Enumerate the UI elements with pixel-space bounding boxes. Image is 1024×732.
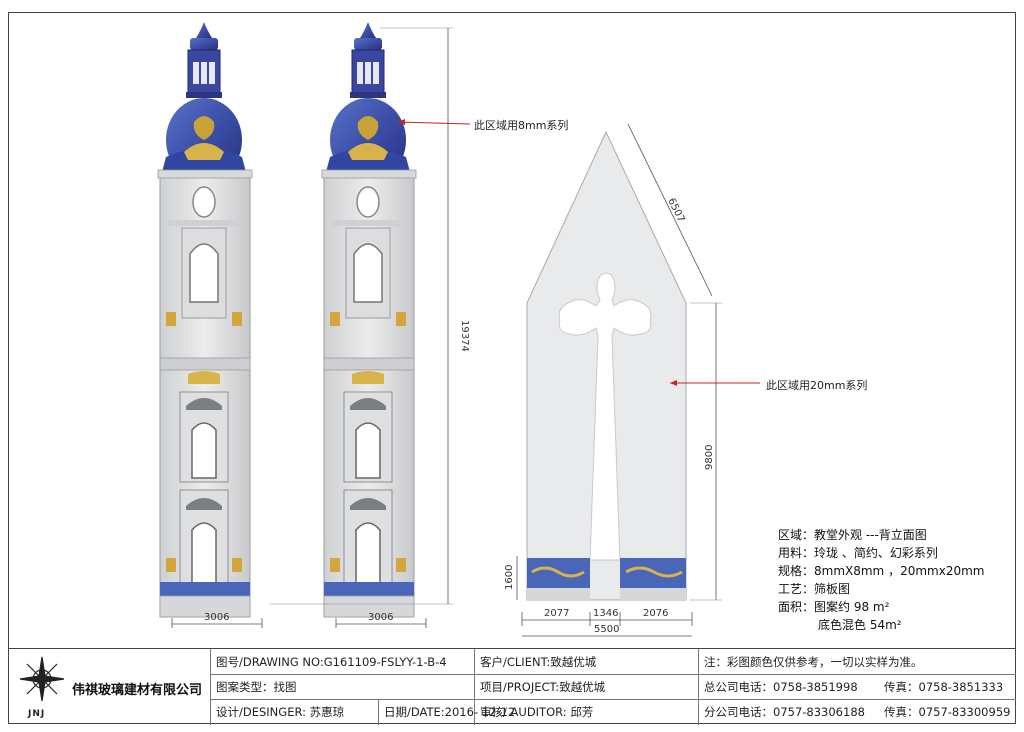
designer: 苏惠琼 [309, 705, 345, 719]
slope-text: 6507 [665, 196, 686, 224]
base-height-text: 1600 [504, 565, 515, 590]
tower-height-dimension: 19374 [270, 27, 470, 605]
title-block: 伟祺玻璃建材有限公司 JNJ 图号/DRAWING NO:G161109-FSL… [8, 648, 1016, 725]
tower-elevation-2 [321, 21, 417, 618]
auditor: 邱芳 [570, 705, 594, 719]
segment-left-text: 2077 [544, 608, 569, 619]
drawing-canvas: 3006 3006 19374 6507 9800 [157, 21, 760, 637]
cross-cutout [558, 272, 652, 561]
tower2-width-text: 3006 [368, 612, 393, 623]
company-logo-text: JNJ [28, 709, 46, 719]
drawing-no: G161109-FSLYY-1-B-4 [323, 654, 447, 669]
project: 致越优城 [559, 679, 606, 694]
spec-area-label: 面积： [778, 600, 815, 614]
disclaimer-note: 注：彩图颜色仅供参考，一切以实样为准。 [704, 654, 923, 669]
note-8mm-leader [397, 121, 471, 125]
total-width-text: 5500 [594, 624, 619, 635]
drawing-frame [8, 12, 1016, 724]
branch-fax: 0757-83300959 [918, 705, 1011, 719]
tower-elevation-1 [157, 21, 253, 618]
date: 2016- 12-12 [444, 705, 516, 719]
spec-area: 区域：教堂外观 ---背立面图 [778, 528, 927, 542]
tower2-width-dimension: 3006 [335, 612, 427, 628]
project-cell: 项目/PROJECT:致越优城 [480, 679, 606, 694]
spec-size: 规格：8mmX8mm ，20mmx20mm [778, 564, 985, 578]
segment-right-text: 2076 [643, 608, 668, 619]
branch-phone-cell: 分公司电话：0757-83306188 [704, 705, 865, 719]
date-cell: 日期/DATE:2016- 12-12 [384, 705, 516, 719]
base-height-dimension: 1600 [504, 556, 518, 600]
hq-phone-cell: 总公司电话：0758-3851998 [704, 679, 858, 694]
spec-craft: 工艺：筛板图 [778, 582, 851, 596]
spec-block: 区域：教堂外观 ---背立面图 用料：玲珑 、简约、幻彩系列 规格：8mmX8m… [778, 526, 984, 634]
spec-material: 用料：玲珑 、简约、幻彩系列 [778, 546, 938, 560]
arrow-icon [670, 380, 677, 386]
designer-cell: 设计/DESINGER: 苏惠琼 [216, 705, 345, 719]
segment-dimensions: 2077 1346 2076 5500 [521, 608, 693, 637]
pattern-type: 找图 [273, 679, 297, 694]
hq-fax: 0758-3851333 [918, 679, 1004, 694]
note-8mm: 此区域用8mm系列 [474, 119, 569, 132]
drawing-no-cell: 图号/DRAWING NO:G161109-FSLYY-1-B-4 [216, 654, 447, 669]
spec-area-base: 底色混色 54m² [818, 618, 902, 632]
branch-phone: 0757-83306188 [773, 705, 865, 719]
hq-fax-cell: 传真：0758-3851333 [884, 679, 1004, 694]
note-20mm: 此区域用20mm系列 [766, 379, 868, 392]
gable-elevation [526, 130, 687, 601]
company-name: 伟祺玻璃建材有限公司 [72, 683, 203, 698]
compass-logo-icon [19, 656, 65, 702]
spec-area-pattern: 图案约 98 m² [814, 600, 890, 614]
arrow-icon [398, 119, 405, 125]
tower-height-text: 19374 [459, 320, 470, 352]
segment-mid-text: 1346 [593, 608, 618, 619]
branch-fax-cell: 传真：0757-83300959 [884, 705, 1011, 719]
tower1-width-dimension: 3006 [171, 612, 263, 628]
tower1-width-text: 3006 [204, 612, 229, 623]
client-cell: 客户/CLIENT:致越优城 [480, 654, 597, 669]
client: 致越优城 [550, 654, 597, 669]
pattern-type-cell: 图案类型：找图 [216, 679, 297, 694]
auditor-cell: 审核/ AUDITOR: 邱芳 [480, 705, 594, 719]
hq-phone: 0758-3851998 [773, 679, 858, 694]
spec-area-row: 面积：图案约 98 m² [778, 598, 984, 616]
gable-height-dimension: 9800 [690, 302, 722, 601]
gable-height-text: 9800 [704, 445, 715, 470]
